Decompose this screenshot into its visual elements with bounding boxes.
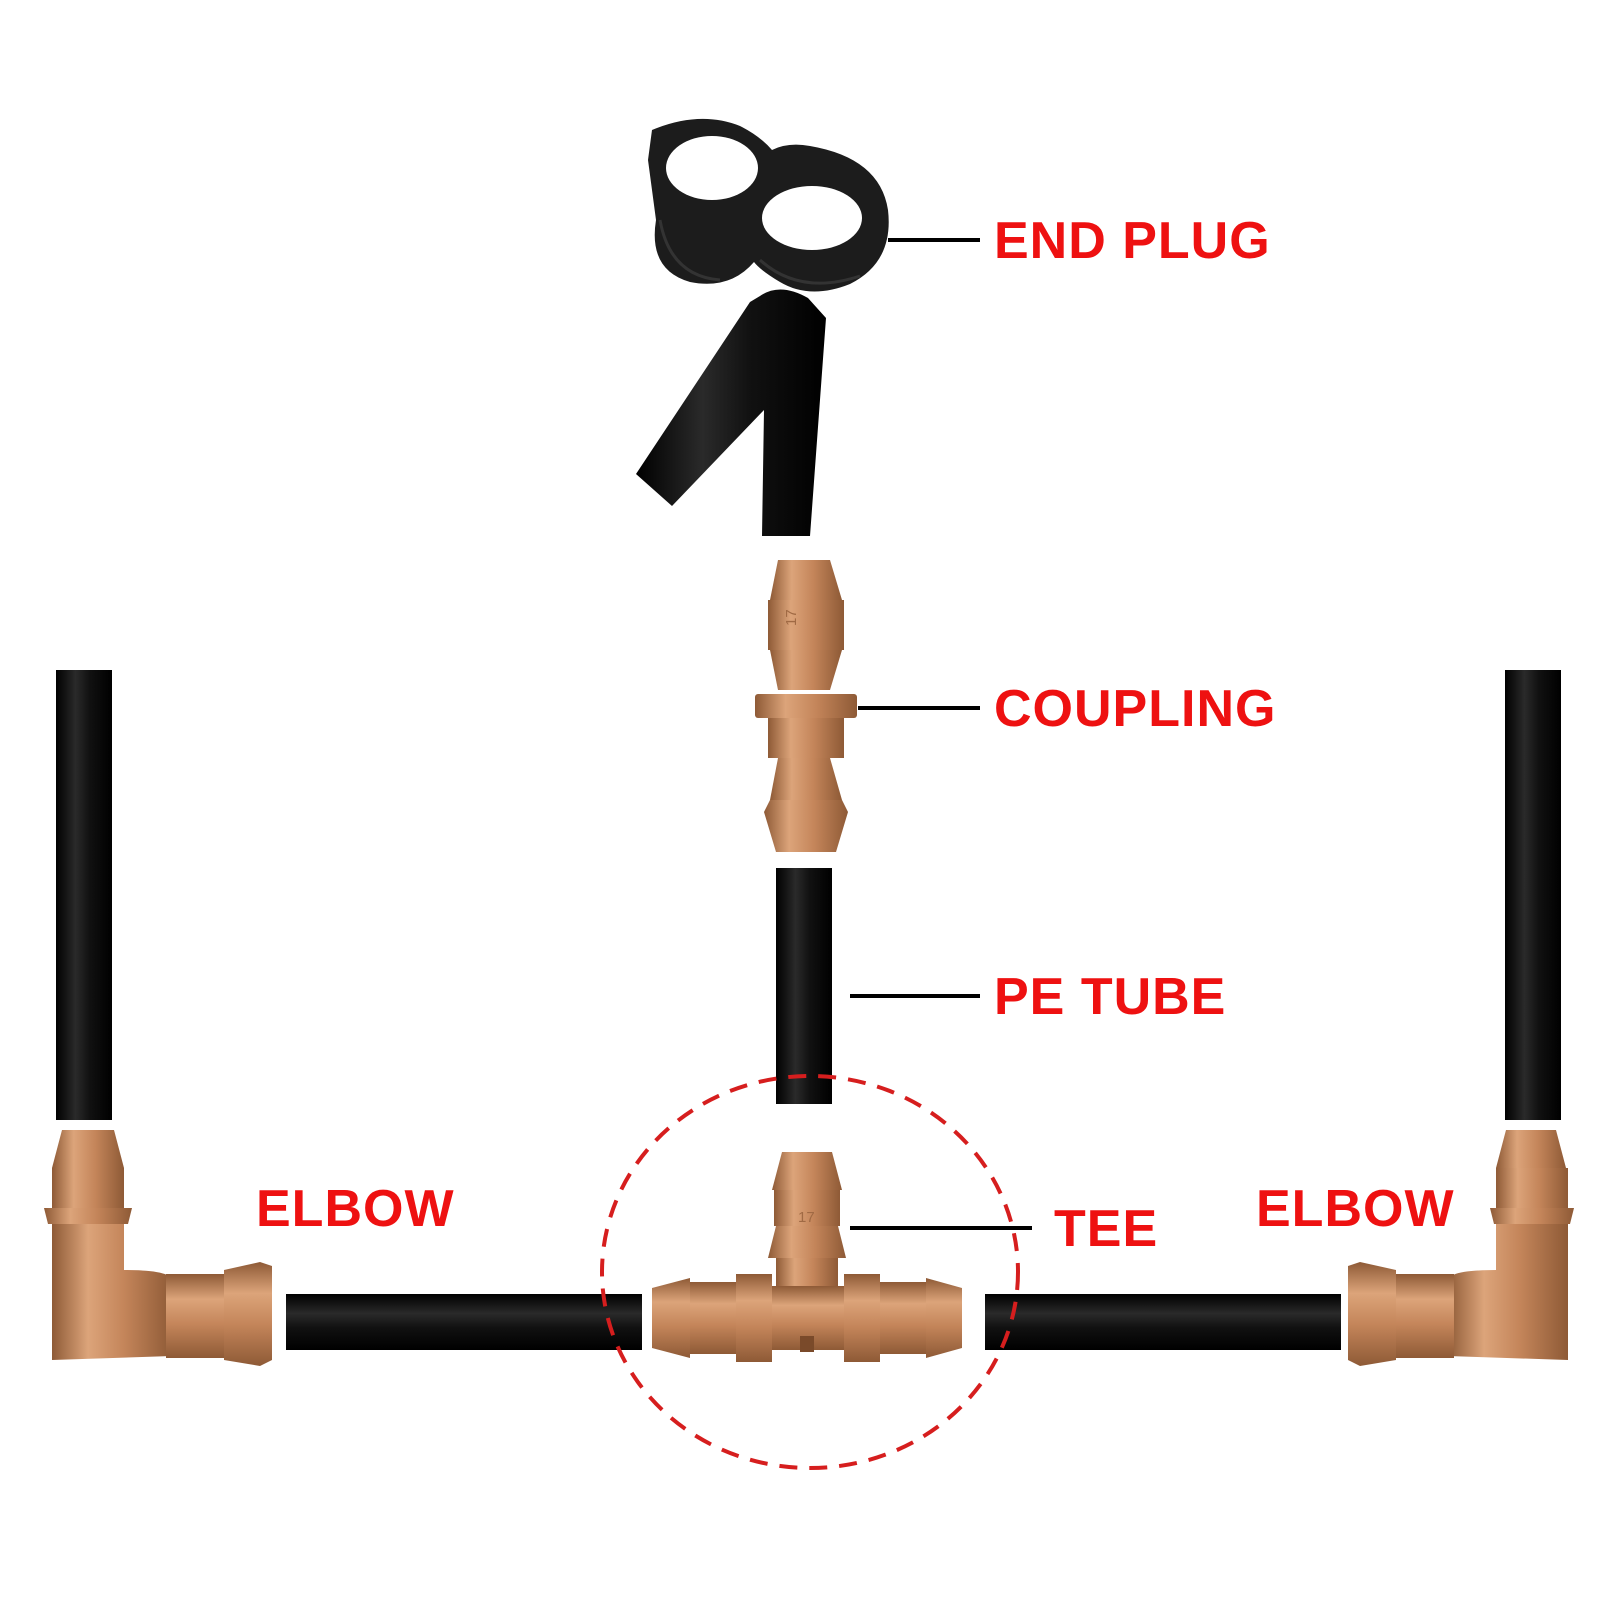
barbed-elbow-icon-left [44,1130,272,1366]
pe-tube-segments [56,289,1561,1350]
figure-eight-end-plug-icon [648,118,889,292]
pe-tube-angled-top [636,289,826,536]
pe-tube-left-horizontal [286,1294,642,1350]
label-elbow-left: ELBOW [256,1180,455,1238]
pe-tube-right-vertical [1505,670,1561,1120]
label-end-plug: END PLUG [994,212,1271,270]
tee-highlight-circle [600,1074,1020,1470]
barbed-tee-icon [652,1152,962,1362]
pe-tube-right-horizontal [985,1294,1341,1350]
label-tee: TEE [1054,1200,1158,1258]
barbed-elbow-icon-right [1348,1130,1574,1366]
label-pe-tube: PE TUBE [994,968,1226,1026]
pe-tube-center-vertical [776,868,832,1104]
label-elbow-right: ELBOW [1256,1180,1455,1238]
pe-tube-left-vertical [56,670,112,1120]
tee-size-marking: 17 [798,1209,815,1226]
coupling-size-marking: 17 [783,609,800,626]
leader-lines [850,238,1032,1230]
barbed-coupling-icon [755,560,857,852]
label-coupling: COUPLING [994,680,1276,738]
